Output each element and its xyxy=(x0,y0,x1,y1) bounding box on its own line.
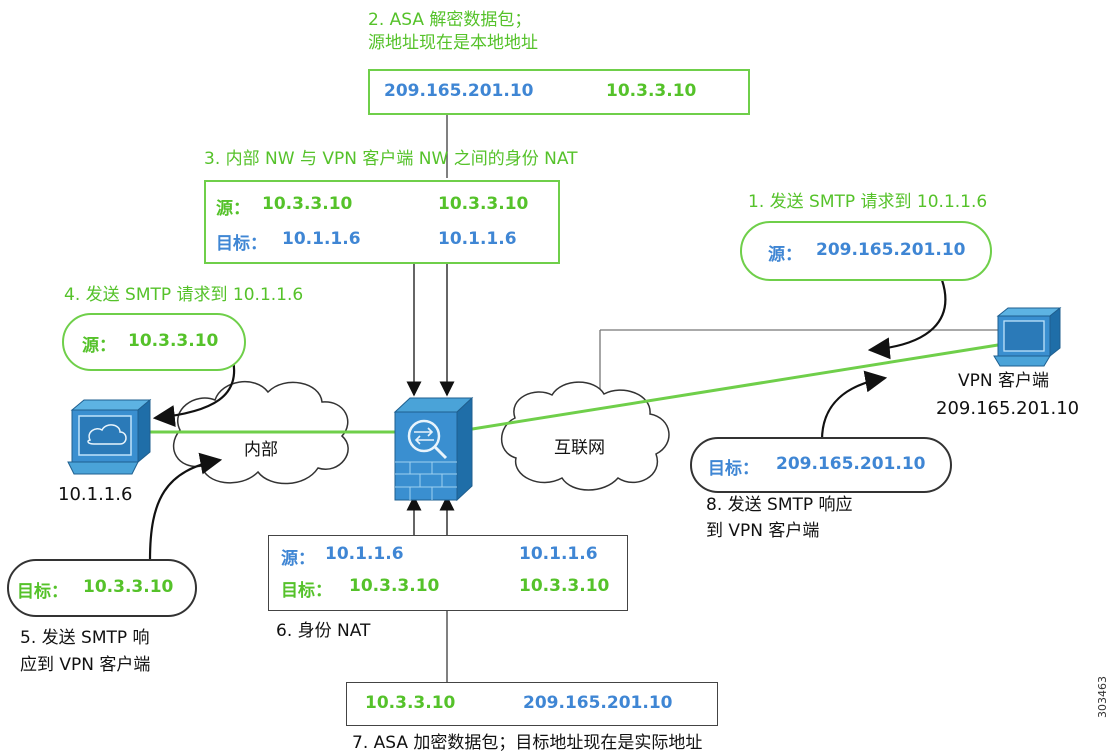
curved-arrow xyxy=(820,370,888,441)
step8-pill-value: 209.165.201.10 xyxy=(776,454,926,474)
step6-title: 6. 身份 NAT xyxy=(276,621,371,641)
step8-pill-label: 目标： xyxy=(708,459,759,479)
step2-title-line2: 源地址现在是本地地址 xyxy=(368,33,538,53)
step1-src-label: 源： xyxy=(768,245,802,265)
step7-title: 7. ASA 加密数据包；目标地址现在是实际地址 xyxy=(352,733,703,753)
step5-title-line1: 5. 发送 SMTP 响 xyxy=(20,628,150,648)
computer-icon xyxy=(67,398,152,475)
step6-dst-label: 目标： xyxy=(281,581,332,601)
step1-src: 209.165.201.10 xyxy=(816,240,966,260)
step5-pill: 目标： 10.3.3.10 xyxy=(7,559,197,617)
step7-to: 209.165.201.10 xyxy=(523,693,673,713)
inside-host-ip: 10.1.1.6 xyxy=(58,484,133,505)
internet-label: 互联网 xyxy=(554,438,605,458)
step5-pill-label: 目标： xyxy=(17,582,68,602)
step6-dst-to: 10.3.3.10 xyxy=(519,576,610,596)
step2-title-line1: 2. ASA 解密数据包； xyxy=(368,10,532,30)
step3-src-to: 10.3.3.10 xyxy=(438,194,529,214)
step4-pill: 源： 10.3.3.10 xyxy=(62,313,246,371)
step3-box: 源： 10.3.3.10 10.3.3.10 目标： 10.1.1.6 10.1… xyxy=(204,180,560,264)
step3-src-label: 源： xyxy=(216,199,250,219)
step4-title: 4. 发送 SMTP 请求到 10.1.1.6 xyxy=(64,285,304,305)
cloud-icon xyxy=(501,381,670,491)
step8-pill: 目标： 209.165.201.10 xyxy=(690,437,952,493)
step6-src-label: 源： xyxy=(281,549,315,569)
step2-to: 10.3.3.10 xyxy=(606,81,697,101)
curved-arrow xyxy=(152,359,236,427)
step8-title-line2: 到 VPN 客户端 xyxy=(706,521,820,541)
step4-src-label: 源： xyxy=(82,336,116,356)
step2-box: 209.165.201.10 10.3.3.10 xyxy=(368,69,750,115)
vpn-client-ip: 209.165.201.10 xyxy=(936,398,1080,419)
curved-arrow xyxy=(148,452,223,561)
step6-dst-from: 10.3.3.10 xyxy=(349,576,440,596)
step3-dst-label: 目标： xyxy=(216,234,267,254)
step3-dst-from: 10.1.1.6 xyxy=(282,229,361,249)
step3-src-from: 10.3.3.10 xyxy=(262,194,353,214)
step3-title: 3. 内部 NW 与 VPN 客户端 NW 之间的身份 NAT xyxy=(204,149,578,169)
step8-title-line1: 8. 发送 SMTP 响应 xyxy=(706,495,853,515)
curved-arrow xyxy=(867,279,947,360)
step1-pill: 源： 209.165.201.10 xyxy=(740,221,992,281)
computer-icon xyxy=(993,306,1062,367)
step6-src-from: 10.1.1.6 xyxy=(325,544,404,564)
step2-from: 209.165.201.10 xyxy=(384,81,534,101)
asa-firewall-icon xyxy=(393,396,474,502)
step6-src-to: 10.1.1.6 xyxy=(519,544,598,564)
step1-title: 1. 发送 SMTP 请求到 10.1.1.6 xyxy=(748,192,988,212)
vpn-client-name: VPN 客户端 xyxy=(958,371,1050,391)
step7-box: 10.3.3.10 209.165.201.10 xyxy=(346,682,718,726)
step5-title-line2: 应到 VPN 客户端 xyxy=(20,655,151,675)
tunnel-line xyxy=(465,343,999,432)
step6-box: 源： 10.1.1.6 10.1.1.6 目标： 10.3.3.10 10.3.… xyxy=(268,535,628,611)
inside-label: 内部 xyxy=(244,440,278,460)
step4-src: 10.3.3.10 xyxy=(128,331,219,351)
step5-pill-value: 10.3.3.10 xyxy=(83,577,174,597)
step3-dst-to: 10.1.1.6 xyxy=(438,229,517,249)
figure-id: 303463 xyxy=(1096,676,1109,718)
step7-from: 10.3.3.10 xyxy=(365,693,456,713)
